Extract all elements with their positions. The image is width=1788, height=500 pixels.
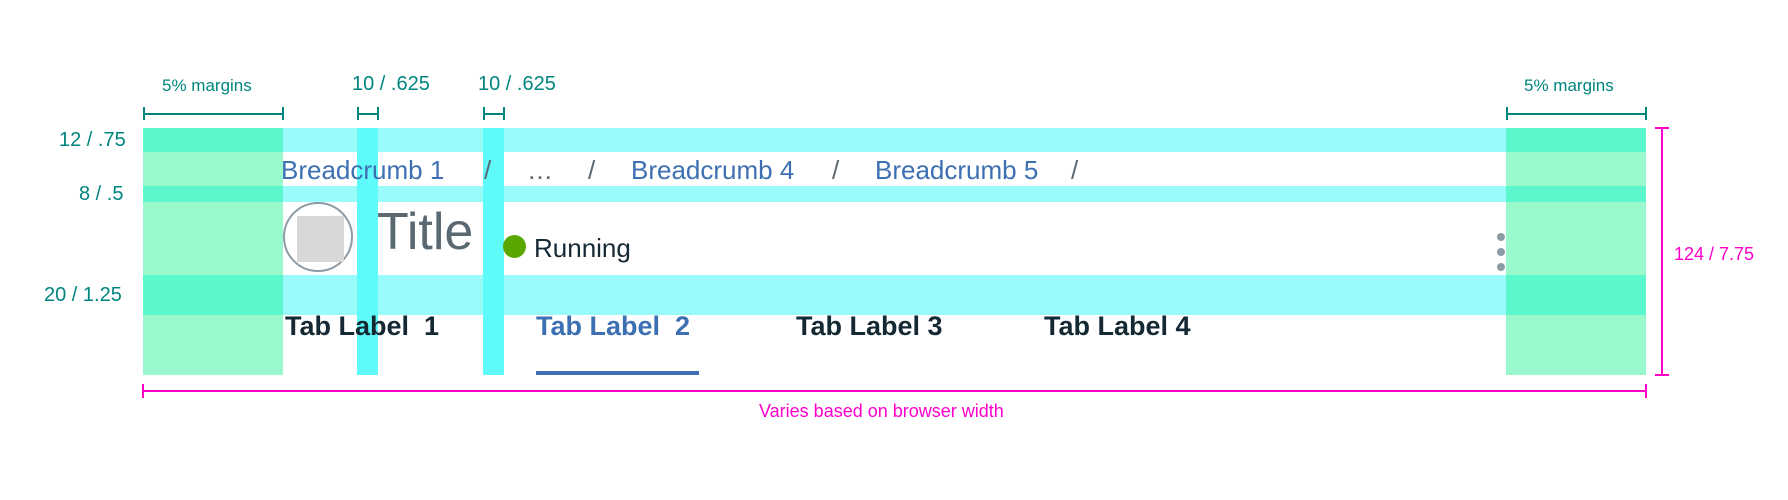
breadcrumb-separator-3: / bbox=[832, 155, 840, 185]
height-tick-bottom bbox=[1655, 374, 1669, 376]
breadcrumb-item-4[interactable]: Breadcrumb 4 bbox=[631, 155, 795, 185]
breadcrumb-separator-4: / bbox=[1071, 155, 1079, 185]
height-tick-top bbox=[1655, 127, 1669, 129]
gutter-column-1 bbox=[357, 128, 378, 375]
tab-label-3[interactable]: Tab Label 3 bbox=[796, 311, 943, 341]
height-dimension-line bbox=[1661, 128, 1663, 375]
width-tick-right bbox=[1645, 384, 1647, 398]
breadcrumb-ellipsis[interactable]: … bbox=[527, 155, 553, 185]
page-title: Title bbox=[377, 203, 474, 261]
height-label: 124 / 7.75 bbox=[1674, 244, 1755, 264]
top-spacing-label: 12 / .75 bbox=[59, 129, 126, 151]
overflow-menu-dot bbox=[1497, 263, 1505, 271]
left-margin-tick-start bbox=[143, 107, 145, 120]
gutter-2-dimension-line bbox=[483, 113, 504, 115]
avatar-placeholder-icon bbox=[283, 202, 353, 272]
right-margin-tick-start bbox=[1506, 107, 1508, 120]
top-spacing-band bbox=[143, 128, 1646, 152]
breadcrumb-item-1[interactable]: Breadcrumb 1 bbox=[281, 155, 445, 185]
tab-label-1[interactable]: Tab Label 1 bbox=[285, 311, 440, 341]
overlap-left-tabs bbox=[143, 275, 283, 315]
overflow-menu-dot bbox=[1497, 233, 1505, 241]
gutter-2-tick-end bbox=[503, 107, 505, 120]
breadcrumb-separator-1: / bbox=[484, 155, 492, 185]
width-tick-left bbox=[142, 384, 144, 398]
left-margin-label: 5% margins bbox=[162, 76, 252, 95]
active-tab-indicator bbox=[536, 371, 699, 375]
tab-label-4[interactable]: Tab Label 4 bbox=[1044, 311, 1191, 341]
tab-spacing-band bbox=[143, 275, 1646, 315]
status-dot-icon bbox=[503, 235, 526, 258]
breadcrumb-item-5[interactable]: Breadcrumb 5 bbox=[875, 155, 1039, 185]
gutter-1-dimension-line bbox=[357, 113, 378, 115]
overlap-right-top bbox=[1506, 128, 1646, 152]
gutter-column-2 bbox=[483, 128, 504, 375]
overlap-left-top bbox=[143, 128, 283, 152]
gutter-1-label: 10 / .625 bbox=[352, 73, 430, 95]
overlap-right-tabs bbox=[1506, 275, 1646, 315]
gutter-2-label: 10 / .625 bbox=[478, 73, 556, 95]
left-margin-dimension-line bbox=[143, 113, 283, 115]
left-margin-tick-end bbox=[282, 107, 284, 120]
tab-label-2[interactable]: Tab Label 2 bbox=[536, 311, 691, 341]
gutter-1-tick-start bbox=[357, 107, 359, 120]
right-margin-label: 5% margins bbox=[1524, 76, 1614, 95]
gutter-2-tick-start bbox=[483, 107, 485, 120]
left-margin-column bbox=[143, 128, 283, 375]
right-margin-dimension-line bbox=[1506, 113, 1646, 115]
status-text: Running bbox=[534, 233, 631, 263]
avatar-image-placeholder bbox=[297, 216, 344, 262]
gutter-1-tick-end bbox=[377, 107, 379, 120]
tab-spacing-label: 20 / 1.25 bbox=[44, 284, 122, 306]
right-margin-column bbox=[1506, 128, 1646, 375]
overlap-left-middle bbox=[143, 186, 283, 202]
overlap-right-middle bbox=[1506, 186, 1646, 202]
overflow-menu-dot bbox=[1497, 248, 1505, 256]
width-dimension-line bbox=[143, 390, 1646, 392]
breadcrumb-separator-2: / bbox=[588, 155, 596, 185]
middle-spacing-band bbox=[143, 186, 1646, 202]
width-label: Varies based on browser width bbox=[759, 401, 1004, 421]
middle-spacing-label: 8 / .5 bbox=[79, 183, 124, 205]
right-margin-tick-end bbox=[1645, 107, 1647, 120]
